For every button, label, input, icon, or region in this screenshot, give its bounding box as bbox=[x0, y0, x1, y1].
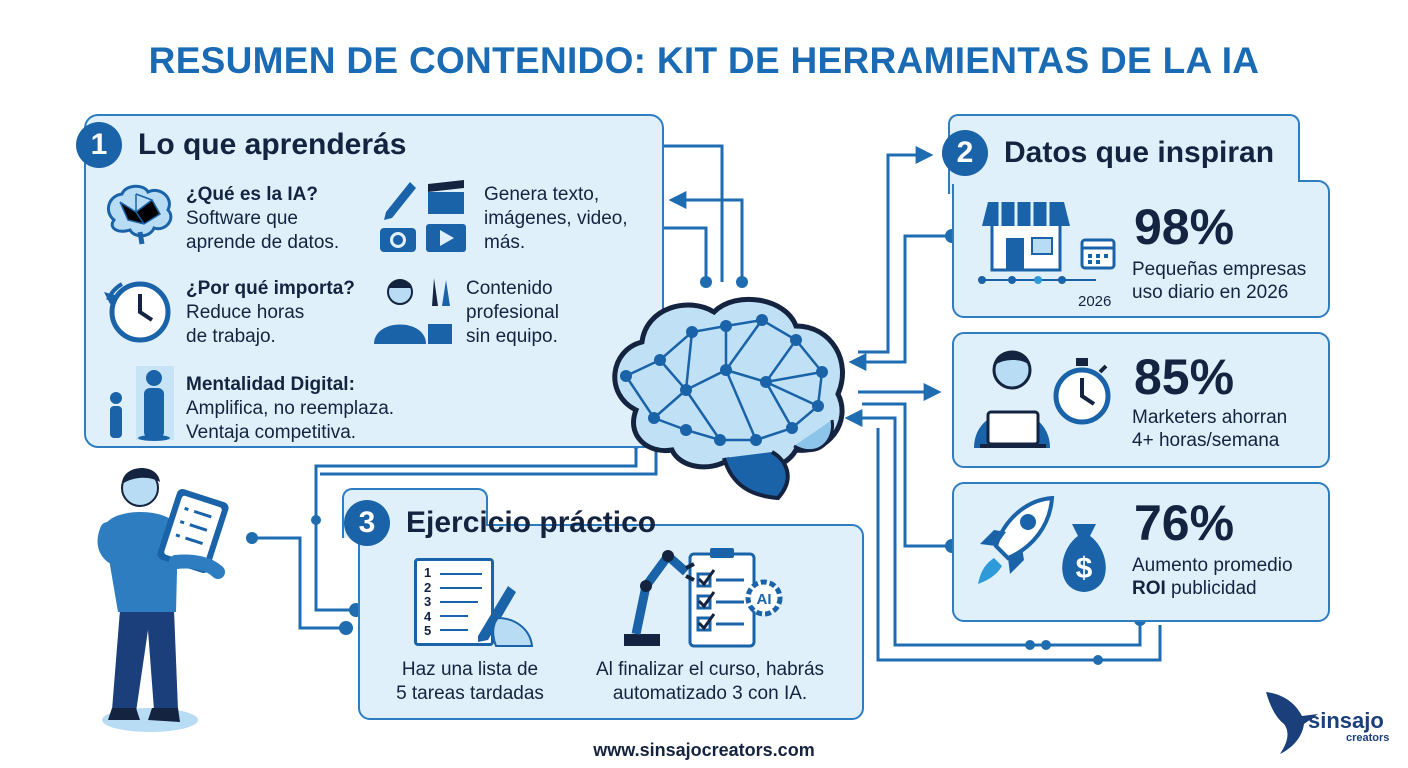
stats-title: Datos que inspiran bbox=[1004, 136, 1275, 169]
learn-item-why-line2: de trabajo. bbox=[186, 326, 276, 347]
media-icons bbox=[380, 180, 466, 252]
learn-item-why-heading: ¿Por qué importa? bbox=[186, 278, 355, 299]
stat-76-line2: ROI publicidad bbox=[1132, 577, 1293, 600]
rocket-icon bbox=[978, 496, 1055, 584]
stat-98-label: Pequeñas empresas uso diario en 2026 bbox=[1132, 258, 1306, 304]
growth-mindset-icon bbox=[110, 366, 174, 441]
clapperboard-icon bbox=[428, 180, 464, 214]
learn-item-generate-line3: más. bbox=[484, 232, 526, 253]
stopwatch-icon bbox=[1053, 358, 1111, 425]
list-number-1: 1 bbox=[424, 565, 432, 580]
learn-item-what-heading: ¿Qué es la IA? bbox=[186, 184, 318, 205]
learn-title: Lo que aprenderás bbox=[138, 128, 407, 161]
central-brain-network-icon bbox=[612, 296, 845, 501]
section-number-1: 1 bbox=[76, 122, 122, 168]
stat-98-line2: uso diario en 2026 bbox=[1132, 282, 1289, 303]
robot-arm-checklist-icon: AI bbox=[624, 548, 783, 648]
stat-76-label: Aumento promedio ROI publicidad bbox=[1132, 554, 1293, 600]
learn-item-what-line2: aprende de datos. bbox=[186, 232, 340, 253]
ai-gear-label: AI bbox=[757, 591, 772, 608]
stat-85-label: Marketers ahorran 4+ horas/semana bbox=[1132, 406, 1287, 452]
learn-header: 1 Lo que aprenderás bbox=[76, 122, 406, 168]
learn-item-mindset-line1: Amplifica, no reemplaza. bbox=[186, 398, 395, 419]
brain-icon bbox=[106, 184, 173, 245]
task-list-icon: 1 2 3 4 5 bbox=[414, 558, 534, 648]
learn-item-why: ¿Por qué importa? Reduce horas de trabaj… bbox=[186, 277, 355, 349]
exercise-step-1-line2: 5 tareas tardadas bbox=[396, 683, 544, 704]
person-with-tablet-illustration bbox=[97, 467, 229, 732]
pen-in-hand-icon bbox=[440, 573, 534, 647]
stat-76-line1: Aumento promedio bbox=[1132, 555, 1293, 576]
page-title: RESUMEN DE CONTENIDO: KIT DE HERRAMIENTA… bbox=[148, 40, 1260, 81]
learn-item-content-line3: sin equipo. bbox=[466, 326, 558, 347]
stat-98-value: 98% bbox=[1134, 199, 1235, 255]
pencil-icon bbox=[384, 182, 416, 220]
section-number-2: 2 bbox=[942, 130, 988, 176]
stat-85-value: 85% bbox=[1134, 349, 1235, 405]
money-bag-icon: $ bbox=[1062, 524, 1106, 592]
logo-sub: creators bbox=[1346, 732, 1390, 744]
stat-85-line2: 4+ horas/semana bbox=[1132, 430, 1280, 451]
stat-76-line2-rest: publicidad bbox=[1165, 578, 1257, 599]
learn-item-generate: Genera texto, imágenes, video, más. bbox=[484, 183, 628, 255]
learn-panel bbox=[84, 114, 664, 448]
exercise-header: 3 Ejercicio práctico bbox=[344, 500, 656, 546]
svg-text:$: $ bbox=[1076, 552, 1093, 585]
list-number-4: 4 bbox=[424, 608, 432, 624]
exercise-step-1-line1: Haz una lista de bbox=[401, 659, 539, 680]
learn-item-mindset-line2: Ventaja competitiva. bbox=[186, 422, 357, 443]
learn-item-mindset: Mentalidad Digital: Amplifica, no reempl… bbox=[186, 373, 394, 445]
stat-98-line1: Pequeñas empresas bbox=[1132, 259, 1307, 280]
footer-url[interactable]: www.sinsajocreators.com bbox=[593, 740, 815, 760]
list-number-2: 2 bbox=[424, 579, 432, 595]
logo-name: sinsajo bbox=[1308, 708, 1384, 733]
exercise-step-2-line1: Al finalizar el curso, habrás bbox=[595, 659, 825, 680]
clock-icon bbox=[104, 281, 171, 343]
stat-98-year: 2026 bbox=[1078, 293, 1112, 310]
list-number-3: 3 bbox=[424, 594, 432, 609]
exercise-step-2-line2: automatizado 3 con IA. bbox=[612, 683, 808, 704]
learn-item-content-line1: Contenido bbox=[466, 278, 553, 299]
learn-item-what: ¿Qué es la IA? Software que aprende de d… bbox=[186, 183, 339, 255]
exercise-step-2: Al finalizar el curso, habrás automatiza… bbox=[560, 658, 860, 706]
creator-person-icon bbox=[374, 278, 452, 344]
learn-item-generate-line2: imágenes, video, bbox=[484, 208, 628, 229]
exercise-step-1: Haz una lista de 5 tareas tardadas bbox=[380, 658, 560, 706]
learn-item-mindset-heading: Mentalidad Digital: bbox=[186, 374, 355, 395]
learn-item-why-line1: Reduce horas bbox=[186, 302, 305, 323]
learn-item-content-line2: profesional bbox=[466, 302, 559, 323]
calendar-icon bbox=[1088, 254, 1108, 264]
marketer-laptop-icon bbox=[974, 350, 1050, 448]
learn-item-generate-line1: Genera texto, bbox=[484, 184, 600, 205]
section-number-3: 3 bbox=[344, 500, 390, 546]
learn-item-what-line1: Software que bbox=[186, 208, 298, 229]
stat-76-value: 76% bbox=[1134, 495, 1235, 551]
bird-logo-icon bbox=[1266, 692, 1318, 754]
stat-85-line1: Marketers ahorran bbox=[1132, 407, 1288, 428]
exercise-title: Ejercicio práctico bbox=[406, 506, 657, 539]
stats-header: 2 Datos que inspiran bbox=[942, 130, 1274, 176]
sinsajo-logo: sinsajo creators bbox=[1262, 688, 1390, 756]
learn-item-content: Contenido profesional sin equipo. bbox=[466, 277, 559, 349]
camera-icon bbox=[380, 228, 416, 252]
stat-76-roi: ROI bbox=[1132, 578, 1166, 599]
video-player-icon bbox=[426, 224, 466, 252]
list-number-5: 5 bbox=[424, 623, 432, 638]
storefront-icon bbox=[978, 202, 1116, 284]
